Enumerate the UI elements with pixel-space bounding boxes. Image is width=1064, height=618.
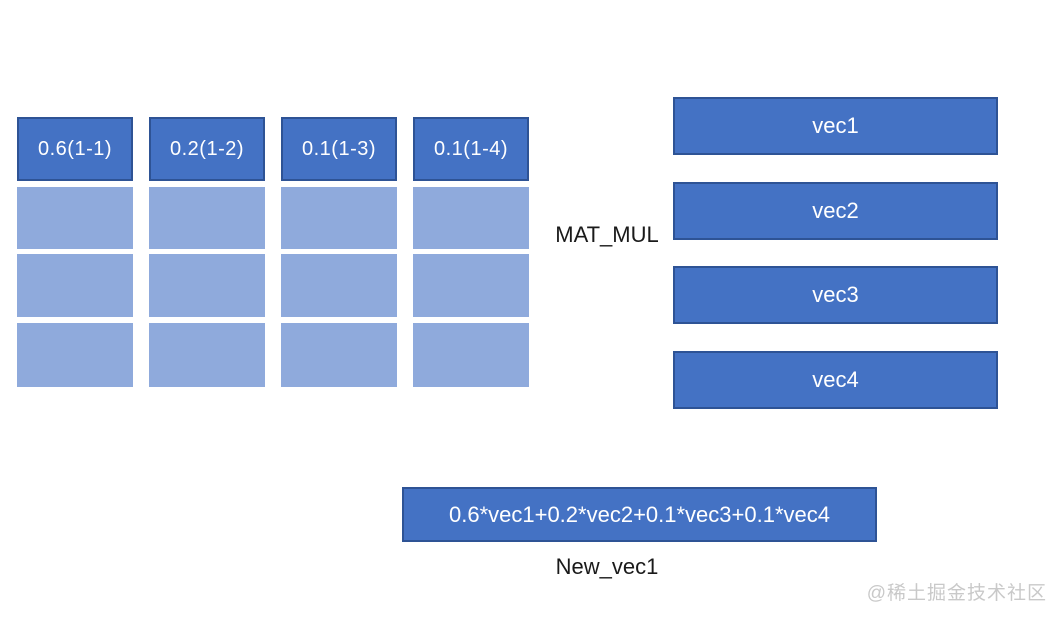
- vector-bar-vec2: vec2: [673, 182, 998, 240]
- matrix-cell: [281, 322, 397, 387]
- matrix-header-cell-2: 0.2(1-2): [149, 117, 265, 181]
- matrix-cell: [17, 254, 133, 317]
- matrix-cell: [149, 322, 265, 387]
- matrix-cell: [17, 186, 133, 249]
- weight-matrix: 0.6(1-1) 0.2(1-2) 0.1(1-3) 0.1(1-4): [17, 117, 529, 387]
- matrix-cell: [17, 322, 133, 387]
- matrix-cell: [149, 254, 265, 317]
- vector-bar-vec3: vec3: [673, 266, 998, 324]
- matrix-cell: [413, 186, 529, 249]
- matmul-label: MAT_MUL: [555, 222, 659, 247]
- vector-bar-vec1: vec1: [673, 97, 998, 155]
- matrix-header-cell-3: 0.1(1-3): [281, 117, 397, 181]
- matrix-cell: [281, 186, 397, 249]
- matrix-cell: [149, 186, 265, 249]
- matrix-header-cell-1: 0.6(1-1): [17, 117, 133, 181]
- matrix-cell: [281, 254, 397, 317]
- watermark-text: @稀土掘金技术社区: [866, 583, 1047, 604]
- matrix-cell: [413, 254, 529, 317]
- result-caption: New_vec1: [555, 554, 659, 579]
- matrix-cell: [413, 322, 529, 387]
- vector-bar-vec4: vec4: [673, 351, 998, 409]
- result-expression-bar: 0.6*vec1+0.2*vec2+0.1*vec3+0.1*vec4: [402, 487, 877, 542]
- matrix-header-cell-4: 0.1(1-4): [413, 117, 529, 181]
